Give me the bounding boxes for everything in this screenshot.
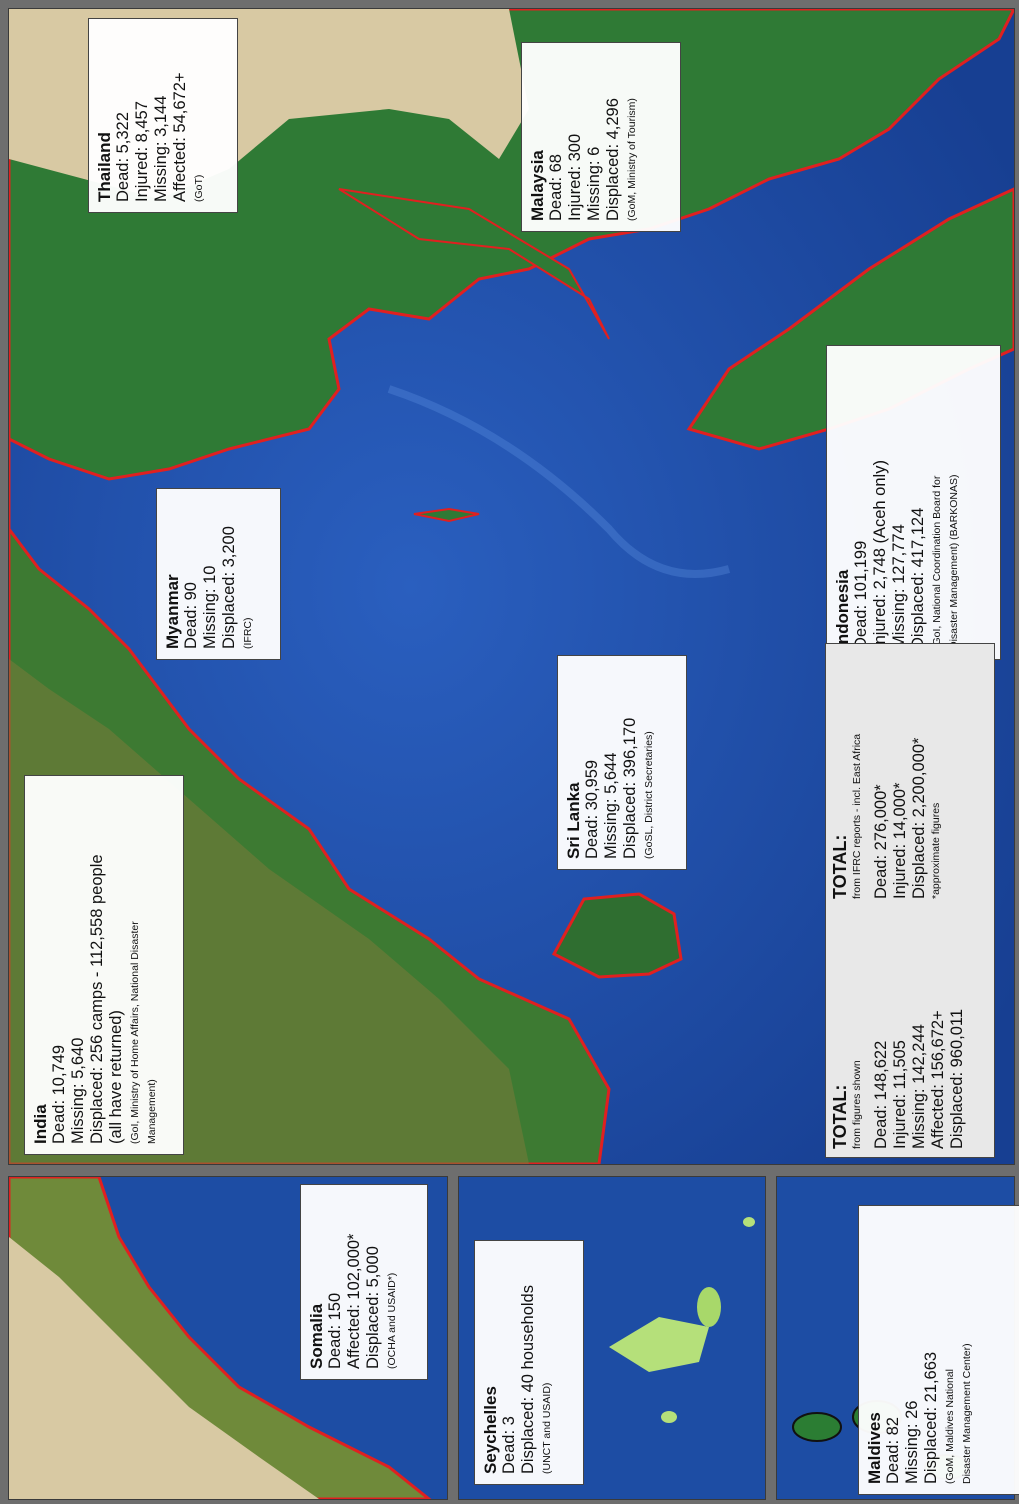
indonesia-stat: Displaced: 417,124 bbox=[909, 507, 927, 649]
srilanka-stat: Dead: 30,959 bbox=[583, 759, 601, 859]
indonesia-source: Disaster Management) (BARKONAS) bbox=[948, 474, 960, 649]
india-source: Management) bbox=[146, 1079, 158, 1144]
malaysia-stat: Missing: 6 bbox=[585, 146, 603, 221]
atoll-1 bbox=[792, 1412, 842, 1442]
island-praslin bbox=[697, 1287, 721, 1327]
somalia-title: Somalia bbox=[307, 1303, 326, 1369]
total-from-figures-shown-stat: Injured: 11,505 bbox=[891, 1040, 909, 1149]
total-from-ifrc-reports-stat: Dead: 276,000* bbox=[872, 784, 890, 899]
thailand-stat: Missing: 3,144 bbox=[152, 95, 170, 202]
maldives-source: Disaster Management Center) bbox=[961, 1343, 973, 1484]
malaysia-title: Malaysia bbox=[528, 150, 547, 221]
maldives-source: (GoM, Maldives National bbox=[944, 1369, 956, 1484]
srilanka-title: Sri Lanka bbox=[564, 782, 583, 859]
total-from-figures-shown-stat: Displaced: 960,011 bbox=[948, 1008, 966, 1149]
myanmar-source: (IFRC) bbox=[242, 617, 254, 650]
maldives-stat: Displaced: 21,663 bbox=[922, 1351, 940, 1484]
seychelles-stat: Dead: 3 bbox=[500, 1416, 518, 1474]
somalia-source: (OCHA and USAID*) bbox=[386, 1272, 398, 1369]
thailand-title: Thailand bbox=[95, 132, 114, 202]
total-from-figures-shown-title: TOTAL: bbox=[830, 1084, 850, 1149]
malaysia-source: (GoM, Ministry of Tourism) bbox=[626, 98, 638, 221]
maldives-title: Maldives bbox=[865, 1412, 884, 1484]
srilanka-source: (GoSL, District Secretaries) bbox=[643, 731, 655, 859]
somalia-stat: Displaced: 5,000 bbox=[364, 1246, 382, 1369]
land-malaysia-peninsula bbox=[338, 188, 610, 340]
india-stat: Displaced: 256 camps - 112,558 people bbox=[88, 854, 106, 1144]
total-from-ifrc-reports-note: *approximate figures bbox=[930, 802, 942, 899]
total-from-figures-shown-stat: Affected: 156,672+ bbox=[929, 1010, 947, 1149]
land-ethiopia-interior bbox=[9, 1237, 319, 1499]
island-small-2 bbox=[743, 1217, 755, 1227]
indonesia-title: Indonesia bbox=[833, 569, 852, 649]
indonesia-stat: Dead: 101,199 bbox=[852, 540, 870, 649]
india-source: (GoI, Ministry of Home Affairs, National… bbox=[129, 921, 141, 1144]
total-from-figures-shown-stat: Missing: 142,244 bbox=[910, 1024, 928, 1149]
land-sri-lanka bbox=[551, 892, 683, 979]
island-small-1 bbox=[661, 1411, 677, 1423]
total-from-ifrc-reports-stat: Displaced: 2,200,000* bbox=[910, 737, 928, 899]
malaysia-stat: Injured: 300 bbox=[566, 133, 584, 221]
myanmar-stat: Dead: 90 bbox=[182, 582, 200, 649]
indonesia-stat: Injured: 2,748 (Aceh only) bbox=[871, 460, 889, 649]
total-from-ifrc-reports-title: TOTAL: bbox=[830, 834, 850, 899]
indonesia-stat: Missing: 127,774 bbox=[890, 524, 908, 649]
thailand-stat: Affected: 54,672+ bbox=[171, 72, 189, 202]
thailand-stat: Dead: 5,322 bbox=[114, 112, 132, 202]
total-from-ifrc-reports-subtitle: from IFRC reports - incl. East Africa bbox=[851, 733, 863, 899]
trench-ridge bbox=[387, 385, 731, 578]
thailand-stat: Injured: 8,457 bbox=[133, 101, 151, 202]
malaysia-stat: Displaced: 4,296 bbox=[604, 98, 622, 221]
total-from-figures-shown-subtitle: from figures shown bbox=[851, 1060, 863, 1149]
myanmar-stat: Displaced: 3,200 bbox=[220, 526, 238, 649]
indonesia-source: (GoI, National Coordination Board for bbox=[931, 475, 943, 649]
somalia-stat: Dead: 150 bbox=[326, 1292, 344, 1369]
total-from-ifrc-reports-stat: Injured: 14,000* bbox=[891, 782, 909, 899]
malaysia-stat: Dead: 68 bbox=[547, 154, 565, 221]
india-title: India bbox=[31, 1104, 50, 1144]
thailand-source: (GoT) bbox=[193, 174, 205, 202]
total-from-ifrc-reports: TOTAL:from IFRC reports - incl. East Afr… bbox=[826, 726, 948, 907]
srilanka-stat: Missing: 5,644 bbox=[602, 752, 620, 859]
myanmar-title: Myanmar bbox=[163, 574, 182, 649]
india-stat: (all have returned) bbox=[107, 1010, 125, 1144]
somalia-stat: Affected: 102,000* bbox=[345, 1233, 363, 1369]
land-andaman-islands bbox=[413, 507, 480, 523]
total-from-figures-shown-stat: Dead: 148,622 bbox=[872, 1040, 890, 1149]
maldives-stat: Dead: 82 bbox=[884, 1417, 902, 1484]
srilanka-stat: Displaced: 396,170 bbox=[621, 717, 639, 859]
india-stat: Missing: 5,640 bbox=[69, 1037, 87, 1144]
island-mahe bbox=[609, 1317, 709, 1372]
myanmar-stat: Missing: 10 bbox=[201, 565, 219, 649]
seychelles-source: (UNCT and USAID) bbox=[541, 1382, 553, 1474]
seychelles-stat: Displaced: 40 households bbox=[519, 1285, 537, 1474]
maldives-stat: Missing: 26 bbox=[903, 1400, 921, 1484]
india-stat: Dead: 10,749 bbox=[50, 1044, 68, 1144]
seychelles-title: Seychelles bbox=[481, 1386, 500, 1474]
